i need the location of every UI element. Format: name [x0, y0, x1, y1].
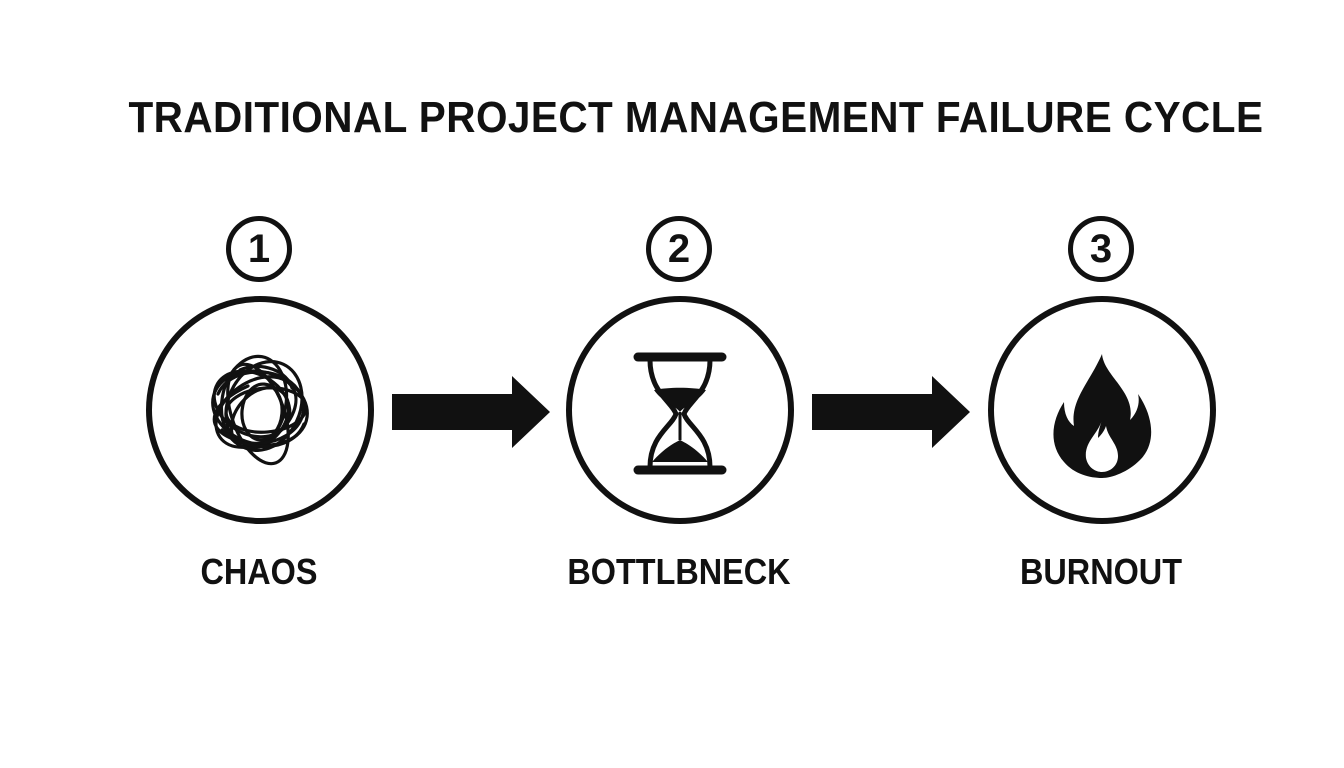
step-circle-bottleneck [566, 296, 794, 524]
tangled-scribble-icon [211, 354, 309, 466]
step-number-2: 2 [667, 227, 691, 271]
step-number-badge-3: 3 [1068, 216, 1134, 282]
step-label-burnout: BURNOUT [1020, 551, 1182, 592]
step-circle-burnout [988, 296, 1216, 524]
flame-icon [1053, 354, 1152, 478]
step-number-3: 3 [1089, 227, 1113, 271]
step-label-chaos: CHAOS [200, 551, 318, 592]
hourglass-icon [633, 352, 727, 475]
step-number-badge-2: 2 [646, 216, 712, 282]
diagram-title: TRADITIONAL PROJECT MANAGEMENT FAILURE C… [128, 93, 1264, 142]
step-label-bottleneck: BOTTLBNECK [567, 551, 791, 592]
step-circle-chaos [146, 296, 374, 524]
step-number-badge-1: 1 [226, 216, 292, 282]
step-number-1: 1 [247, 227, 271, 271]
arrow-right-icon [392, 376, 550, 448]
arrow-right-icon [812, 376, 970, 448]
